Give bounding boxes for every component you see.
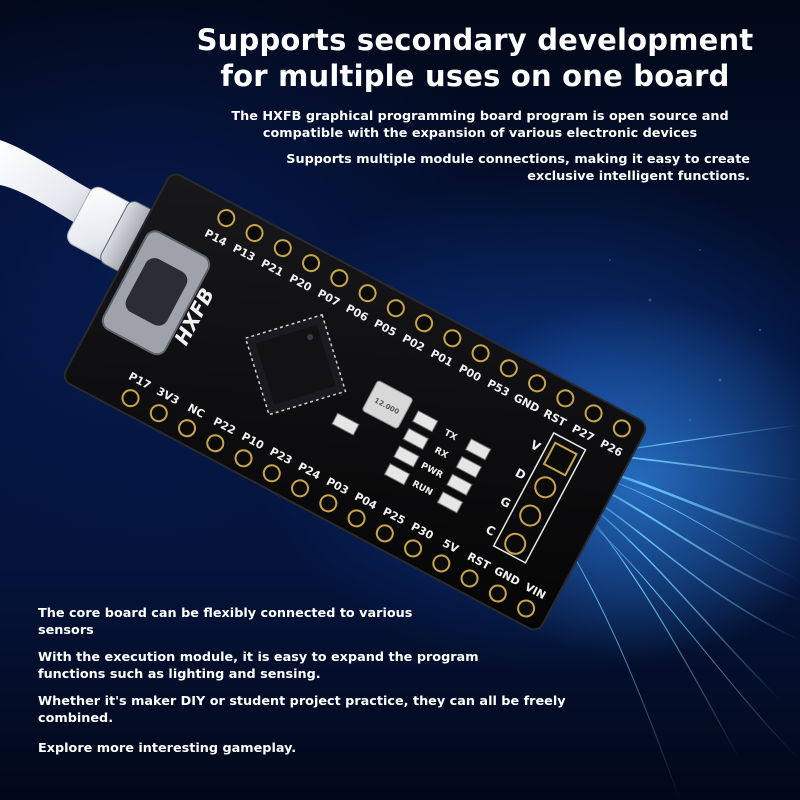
- top-pin-label: P02: [400, 332, 427, 354]
- modules-line-2: exclusive intelligent functions.: [527, 169, 750, 184]
- header-pin-label: G: [498, 494, 513, 511]
- bottom-pin-label: P17: [126, 370, 153, 392]
- feature-line-1: Explore more interesting gameplay.: [38, 741, 297, 756]
- feature-sensors: The core board can be flexibly connected…: [38, 605, 412, 639]
- feature-line-2: combined.: [38, 711, 114, 726]
- feature-maker-diy: Whether it's maker DIY or student projec…: [38, 693, 566, 727]
- feature-gameplay: Explore more interesting gameplay.: [38, 740, 296, 757]
- bottom-pin-label: RST: [465, 550, 493, 573]
- modules-text: Supports multiple module connections, ma…: [250, 151, 750, 185]
- top-pin-label: P21: [259, 257, 286, 279]
- top-pin-label: P07: [315, 287, 342, 309]
- feature-line-2: sensors: [38, 623, 94, 638]
- feature-execution-module: With the execution module, it is easy to…: [38, 649, 479, 683]
- top-pin-label: RST: [541, 407, 569, 430]
- bottom-pin-label: P03: [324, 475, 351, 497]
- headline-line-1: Supports secondary development: [196, 23, 754, 57]
- headline: Supports secondary development for multi…: [150, 22, 800, 94]
- top-pin-label: P14: [202, 227, 229, 250]
- bottom-pin-label: P22: [211, 415, 238, 437]
- top-pin-label: GND: [511, 391, 541, 415]
- top-pin-label: P13: [231, 242, 258, 264]
- header-pin-label: V: [528, 438, 543, 455]
- header-pin-label: D: [513, 466, 528, 483]
- top-pin-label: P53: [485, 377, 512, 399]
- crystal-label: 12.000: [373, 396, 401, 416]
- bottom-pin-label: NC: [186, 401, 207, 421]
- board-logo: HXFB: [169, 284, 219, 349]
- headline-line-2: for multiple uses on one board: [220, 59, 730, 93]
- led-label: PWR: [419, 461, 444, 481]
- feature-line-1: Whether it's maker DIY or student projec…: [38, 694, 566, 709]
- intro-text: The HXFB graphical programming board pro…: [200, 108, 760, 142]
- top-pin-label: P06: [344, 302, 371, 325]
- feature-line-1: The core board can be flexibly connected…: [38, 606, 413, 621]
- bottom-pin-label: VIN: [523, 580, 548, 602]
- bottom-pin-label: P10: [239, 430, 266, 453]
- bottom-pin-label: 5V: [440, 537, 461, 556]
- top-pin-label: P20: [287, 272, 314, 295]
- header-pin-label: C: [483, 522, 498, 539]
- top-pin-label: P26: [598, 437, 625, 460]
- led-label: RX: [432, 446, 449, 461]
- top-pin-label: P01: [428, 347, 455, 369]
- top-pin-label: P27: [570, 422, 597, 444]
- bottom-pin-label: P24: [296, 460, 323, 483]
- bottom-pin-label: GND: [492, 564, 522, 588]
- top-pin-label: P00: [457, 362, 484, 385]
- bottom-pin-label: 3V3: [154, 385, 181, 408]
- bottom-pin-label: P23: [268, 445, 295, 467]
- feature-line-1: With the execution module, it is easy to…: [38, 650, 479, 665]
- bottom-pin-label: P04: [352, 490, 379, 513]
- led-label: TX: [442, 428, 458, 443]
- modules-line-1: Supports multiple module connections, ma…: [286, 152, 750, 167]
- led-label: RUN: [410, 479, 434, 498]
- intro-line-2: compatible with the expansion of various…: [262, 126, 698, 141]
- bottom-pin-label: P25: [381, 505, 408, 527]
- top-pin-label: P05: [372, 317, 399, 339]
- intro-line-1: The HXFB graphical programming board pro…: [231, 109, 729, 124]
- feature-line-2: functions such as lighting and sensing.: [38, 667, 321, 682]
- bottom-pin-label: P30: [409, 520, 436, 543]
